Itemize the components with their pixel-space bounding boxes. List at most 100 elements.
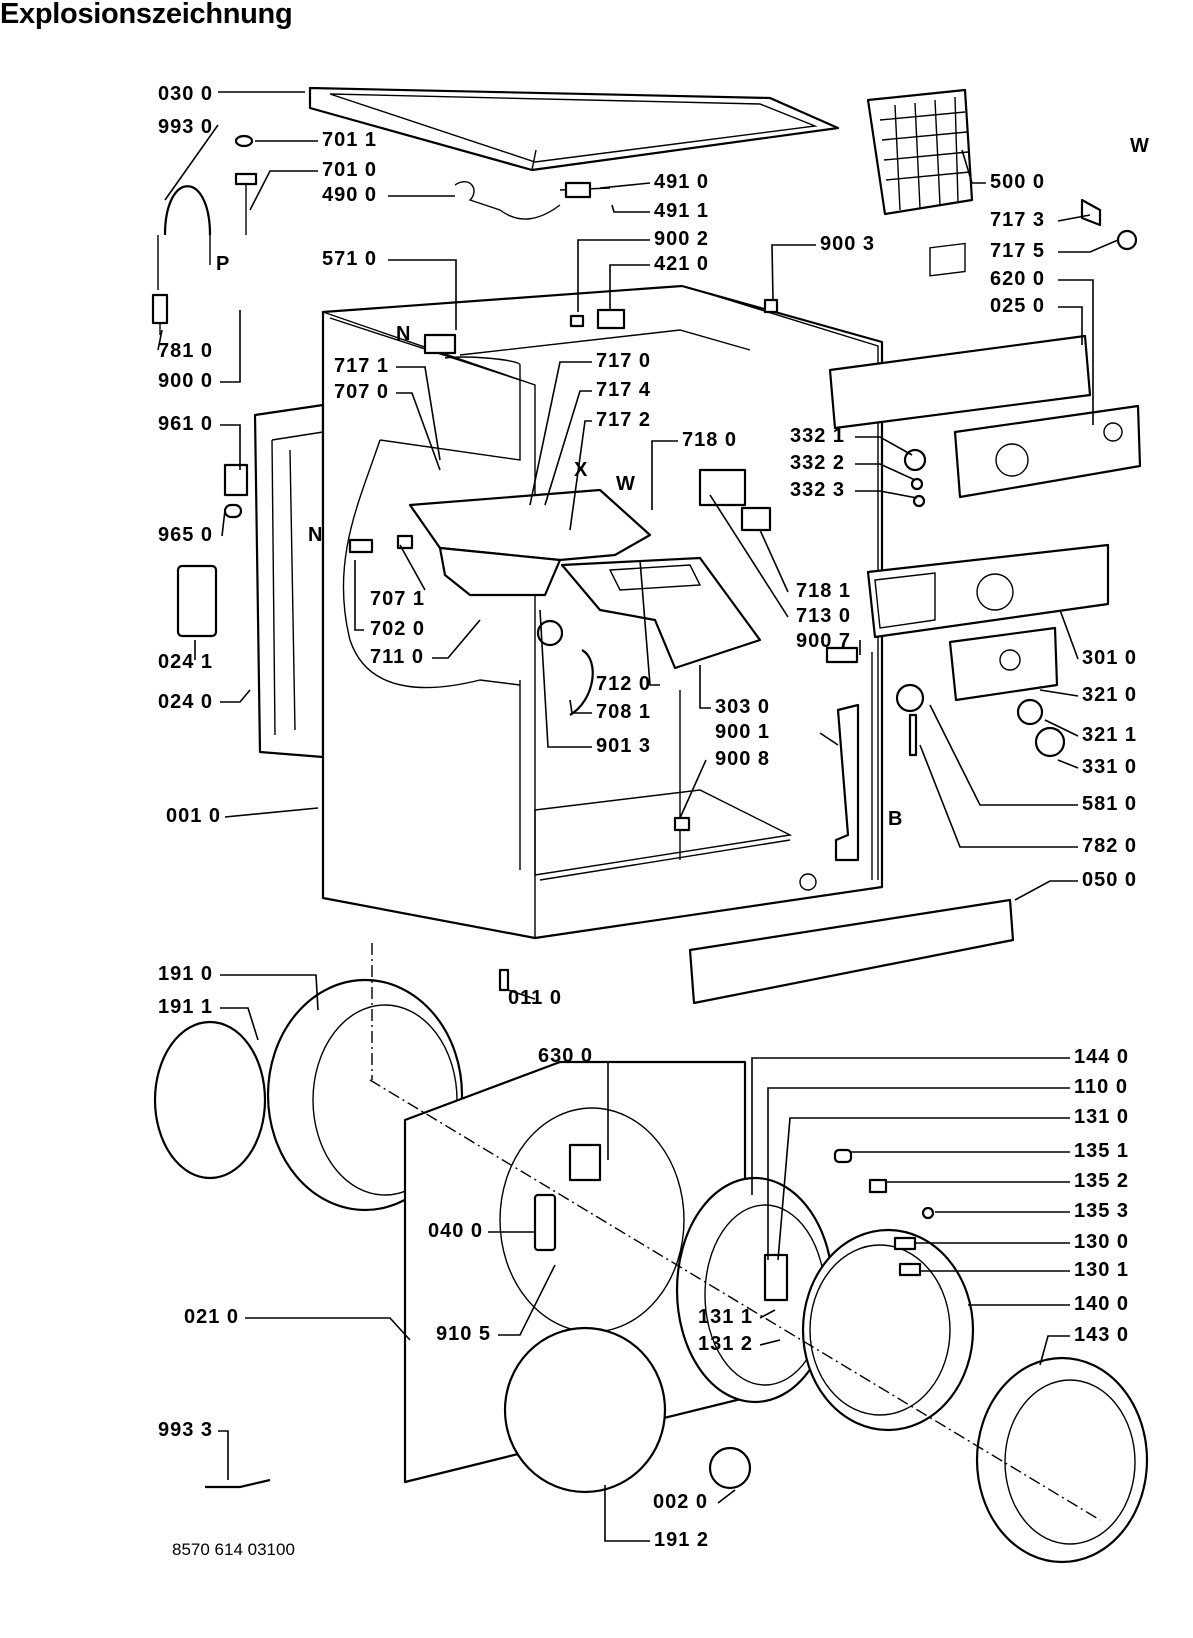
callout-label: 965 0 [158,524,213,546]
reference-marker: X [574,459,588,481]
leader-line [709,494,789,618]
leader-line [569,420,592,531]
callout-label: 581 0 [1082,793,1137,815]
leader-line [1014,880,1078,901]
leader-line [399,544,426,591]
leader-line [245,1317,411,1341]
leader-line [1057,214,1091,222]
callout-label: 708 1 [596,701,651,723]
leader-line [498,1264,556,1336]
callout-label: 717 4 [596,379,651,401]
leader-line [717,1489,736,1504]
plinth [688,898,1015,1005]
leader-line [529,361,592,506]
leader-line [1058,239,1119,253]
leader-line [751,1057,1070,1195]
leader-line [961,149,986,184]
callout-label: 130 1 [1074,1259,1129,1281]
leader-line [919,744,1078,848]
callout-label: 717 2 [596,409,651,431]
callout-label: 025 0 [990,295,1045,317]
callout-label: 900 2 [654,228,709,250]
leader-line [855,463,916,481]
leader-line [759,1339,781,1346]
leader-line [759,1309,776,1319]
callout-label: 135 1 [1074,1140,1129,1162]
leader-line [1044,719,1079,737]
callout-label: 993 3 [158,1419,213,1441]
leader-line [1039,1335,1070,1366]
leader-line [220,689,251,703]
callout-label: 191 0 [158,963,213,985]
reference-marker: N [396,323,411,345]
callout-label: 110 0 [1074,1076,1128,1098]
leader-line [855,436,913,456]
leader-line [1039,689,1079,697]
callout-label: 002 0 [653,1491,708,1513]
callout-label: 301 0 [1082,647,1137,669]
callout-label: 332 1 [790,425,845,447]
leader-line [1057,759,1079,769]
callout-label: 135 2 [1074,1170,1129,1192]
callout-label: 143 0 [1074,1324,1129,1346]
leader-line [759,529,789,593]
callout-label: 910 5 [436,1323,491,1345]
leader-line [1058,306,1083,345]
leader-line [539,609,592,748]
leader-line [639,559,660,686]
callout-label: 490 0 [322,184,377,206]
leader-line [221,509,226,537]
hose-and-fittings [151,134,1138,992]
callout-label: 961 0 [158,413,213,435]
leader-line [929,704,1078,806]
callout-label: 630 0 [538,1045,593,1067]
callout-label: 717 3 [990,209,1045,231]
callout-label: 701 0 [322,159,377,181]
page-title: Explosionszeichnung [0,0,293,30]
leader-line [396,366,441,461]
leader-line [220,310,241,383]
leader-line [354,560,364,631]
callout-label: 332 3 [790,479,845,501]
callout-label: 021 0 [184,1306,239,1328]
leader-line [651,440,678,510]
callout-label: 707 1 [370,588,425,610]
callout-label: 331 0 [1082,756,1137,778]
leader-line [599,182,651,189]
callout-label: 713 0 [796,605,851,627]
callout-label: 718 1 [796,580,851,602]
leader-line [819,732,839,746]
callout-label: 782 0 [1082,835,1137,857]
leader-line [771,244,816,301]
callout-label: 332 2 [790,452,845,474]
leader-line [249,170,318,211]
side-panel [253,403,325,759]
callout-label: 050 0 [1082,869,1137,891]
callout-label: 024 0 [158,691,213,713]
callout-label: 701 1 [322,129,377,151]
callout-label: 781 0 [158,340,213,362]
callout-label: 011 0 [508,987,562,1009]
leader-line [432,619,481,659]
callout-label: 900 1 [715,721,770,743]
callout-label: 993 0 [158,116,213,138]
callout-label: 030 0 [158,83,213,105]
callout-label: 144 0 [1074,1046,1129,1068]
reference-marker: W [1130,135,1150,157]
callout-label: 001 0 [166,805,221,827]
callout-label: 900 8 [715,748,770,770]
leader-line [577,239,650,312]
callout-label: 321 1 [1082,724,1137,746]
callout-label: 191 1 [158,996,213,1018]
reference-marker: N [308,524,323,546]
callout-label: 702 0 [370,618,425,640]
leader-line [507,989,536,1000]
leader-line [164,124,219,201]
top-lid [308,86,840,172]
callout-label: 571 0 [322,248,377,270]
callout-label: 191 2 [654,1529,709,1551]
callout-label: 717 5 [990,240,1045,262]
callout-label: 491 0 [654,171,709,193]
leader-line [1059,609,1079,660]
